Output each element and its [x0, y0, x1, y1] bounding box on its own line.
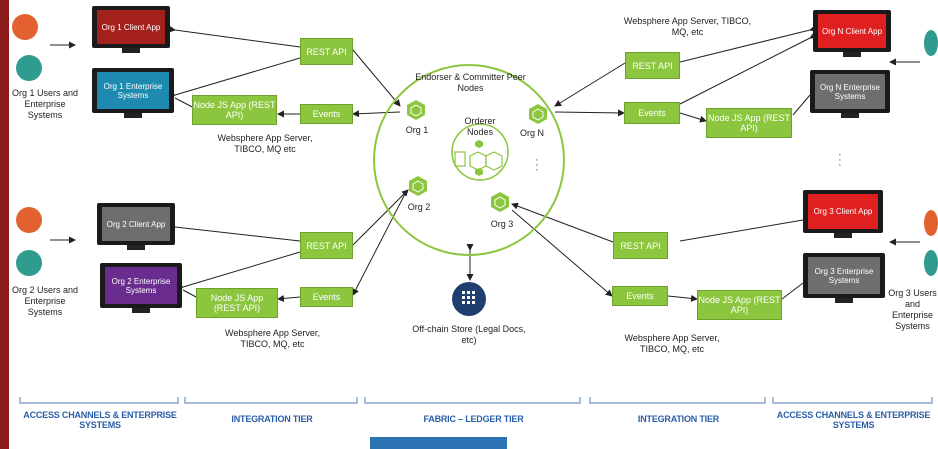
peer-nodes-title: Endorser & Committer Peer Nodes [415, 72, 526, 93]
orgN-events-box: Events [624, 102, 680, 124]
org2-server-label: Websphere App Server, TIBCO, MQ, etc [225, 328, 320, 349]
org2-users-label: Org 2 Users and Enterprise Systems [11, 285, 79, 317]
orgN-rest-api-box: REST API [625, 52, 680, 79]
orderer-nodes-label: Orderer Nodes [464, 116, 496, 137]
orgN-client-app-label: Org N Client App [818, 14, 886, 48]
offchain-store-label: Off-chain Store (Legal Docs, etc) [412, 324, 526, 345]
node-org2-label: Org 2 [407, 202, 431, 212]
node-org3-label: Org 3 [490, 219, 514, 229]
org3-client-monitor-icon: Org 3 Client App [803, 190, 883, 240]
org1-users-label: Org 1 Users and Enterprise Systems [11, 88, 79, 120]
user-avatar-icon [924, 250, 938, 276]
org1-rest-api-box: REST API [300, 38, 353, 65]
database-icon [452, 282, 486, 316]
hexagon-node-icon [407, 100, 425, 120]
org2-enterprise-monitor-icon: Org 2 Enterprise Systems [100, 263, 182, 315]
ellipsis-dots: ··· [535, 154, 539, 176]
org2-client-monitor-icon: Org 2 Client App [97, 203, 175, 251]
user-avatar-icon [12, 14, 38, 40]
left-accent-bar [0, 0, 9, 449]
user-avatar-icon [16, 250, 42, 276]
hexagon-node-icon [529, 104, 547, 124]
org2-events-box: Events [300, 287, 353, 307]
org1-client-app-label: Org 1 Client App [97, 10, 165, 44]
tier-right-integration: INTEGRATION TIER [637, 414, 720, 424]
orgN-enterprise-monitor-icon: Org N Enterprise Systems [810, 70, 890, 120]
tier-left-access: ACCESS CHANNELS & ENTERPRISE SYSTEMS [23, 410, 177, 430]
node-orgN-label: Org N [519, 128, 544, 138]
org3-users-label: Org 3 Users and Enterprise Systems [888, 288, 937, 331]
user-avatar-icon [924, 30, 938, 56]
org3-enterprise-monitor-icon: Org 3 Enterprise Systems [803, 253, 885, 305]
footer-blue-bar [370, 437, 507, 449]
user-avatar-icon [16, 55, 42, 81]
orgN-client-monitor-icon: Org N Client App [813, 10, 891, 58]
hexagon-node-icon [491, 192, 509, 212]
org1-events-box: Events [300, 104, 353, 124]
org2-enterprise-label: Org 2 Enterprise Systems [105, 267, 177, 304]
ellipsis-dots: ··· [838, 149, 842, 171]
node-org1-label: Org 1 [405, 125, 429, 135]
org1-client-monitor-icon: Org 1 Client App [92, 6, 170, 54]
org3-client-app-label: Org 3 Client App [808, 194, 878, 229]
org1-enterprise-monitor-icon: Org 1 Enterprise Systems [92, 68, 174, 120]
org1-node-app-box: Node JS App (REST API) [192, 95, 277, 125]
org2-rest-api-box: REST API [300, 232, 353, 259]
org3-server-label: Websphere App Server, TIBCO, MQ, etc [624, 333, 720, 354]
org3-enterprise-label: Org 3 Enterprise Systems [808, 257, 880, 294]
org1-server-label: Websphere App Server, TIBCO, MQ etc [217, 133, 313, 154]
tier-right-access: ACCESS CHANNELS & ENTERPRISE SYSTEMS [776, 410, 931, 430]
org3-events-box: Events [612, 286, 668, 306]
org3-rest-api-box: REST API [613, 232, 668, 259]
org1-enterprise-label: Org 1 Enterprise Systems [97, 72, 169, 109]
tier-fabric: FABRIC – LEDGER TIER [423, 414, 524, 424]
orgN-server-label: Websphere App Server, TIBCO, MQ, etc [623, 16, 752, 37]
cube-icon [454, 140, 503, 176]
orgN-enterprise-label: Org N Enterprise Systems [815, 74, 885, 109]
tier-left-integration: INTEGRATION TIER [231, 414, 313, 424]
org2-client-app-label: Org 2 Client App [102, 207, 170, 241]
user-avatar-icon [924, 210, 938, 236]
org2-node-app-box: Node JS App (REST API) [196, 288, 278, 318]
org3-node-app-box: Node JS App (REST API) [697, 290, 782, 320]
hexagon-node-icon [409, 176, 427, 196]
orgN-node-app-box: Node JS App (REST API) [706, 108, 792, 138]
user-avatar-icon [16, 207, 42, 233]
